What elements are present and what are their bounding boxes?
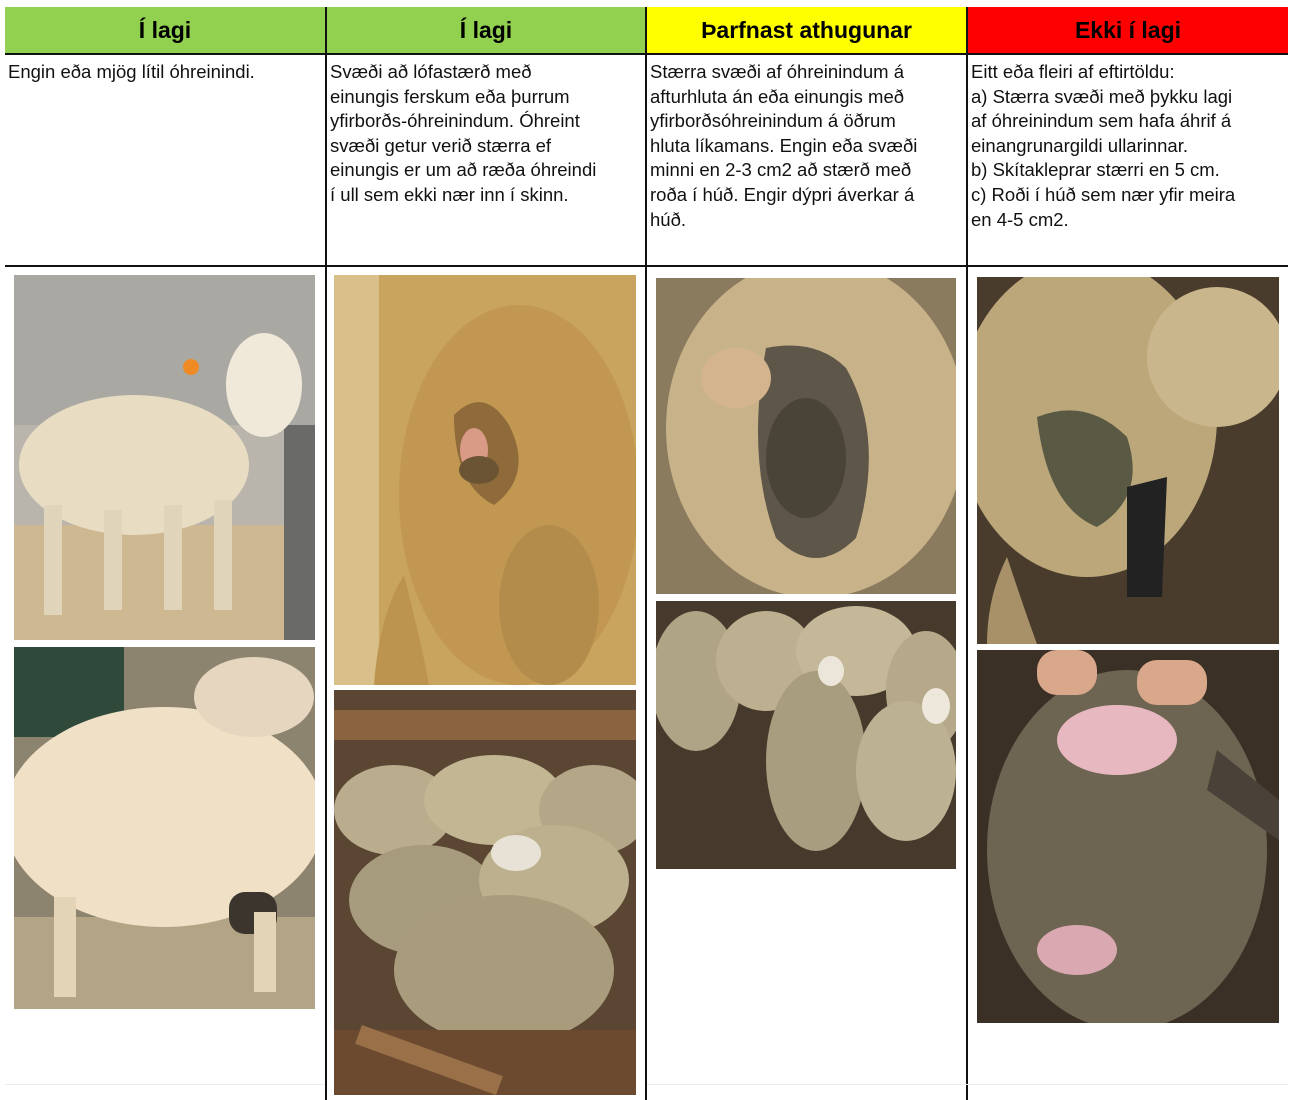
column-divider (645, 7, 647, 1100)
column-not-ok: Ekki í lagi Eitt eða fleiri af eftirtöld… (968, 7, 1288, 1100)
sheep-photo-7 (977, 277, 1279, 644)
photo-needs-attention-closeup (656, 278, 956, 594)
status-description: Stærra svæði af óhreinindum á afturhluta… (650, 61, 918, 230)
photo-minor-dirt-flock (334, 690, 636, 1095)
status-header: Ekki í lagi (968, 7, 1288, 53)
faint-row-line (5, 1084, 325, 1085)
sheep-photo-2 (14, 647, 315, 1009)
status-header: Þarfnast athugunar (647, 7, 966, 53)
column-divider (966, 7, 968, 1100)
sheep-photo-8 (977, 650, 1279, 1023)
status-header: Í lagi (5, 7, 325, 53)
status-description: Engin eða mjög lítil óhreinindi. (8, 61, 255, 82)
sheep-photo-4 (334, 690, 636, 1095)
sheep-photo-1 (14, 275, 315, 640)
column-needs-attention: Þarfnast athugunar Stærra svæði af óhrei… (647, 7, 966, 1100)
photo-not-ok-underside (977, 650, 1279, 1023)
status-description: Svæði að lófastærð með einungis ferskum … (330, 61, 597, 205)
sheep-photo-3 (334, 275, 636, 685)
header-divider (5, 53, 1288, 55)
photo-needs-attention-flock (656, 601, 956, 869)
column-minor-dirt: Í lagi Svæði að lófastærð með einungis f… (327, 7, 645, 1100)
column-divider (325, 7, 327, 1100)
photo-clean-sheep-side (14, 647, 315, 1009)
sheep-photo-5 (656, 278, 956, 594)
faint-row-line (647, 1084, 1288, 1085)
photo-not-ok-hindquarters (977, 277, 1279, 644)
sheep-photo-6 (656, 601, 956, 869)
status-description: Eitt eða fleiri af eftirtöldu: a) Stærra… (971, 61, 1236, 230)
photo-minor-dirt-closeup (334, 275, 636, 685)
column-clean: Í lagi Engin eða mjög lítil óhreinindi. (5, 7, 325, 1100)
description-divider (5, 265, 1288, 267)
cleanliness-scoring-table: Í lagi Engin eða mjög lítil óhreinindi. (5, 7, 1288, 1100)
photo-clean-sheep-pen (14, 275, 315, 640)
status-header: Í lagi (327, 7, 645, 53)
